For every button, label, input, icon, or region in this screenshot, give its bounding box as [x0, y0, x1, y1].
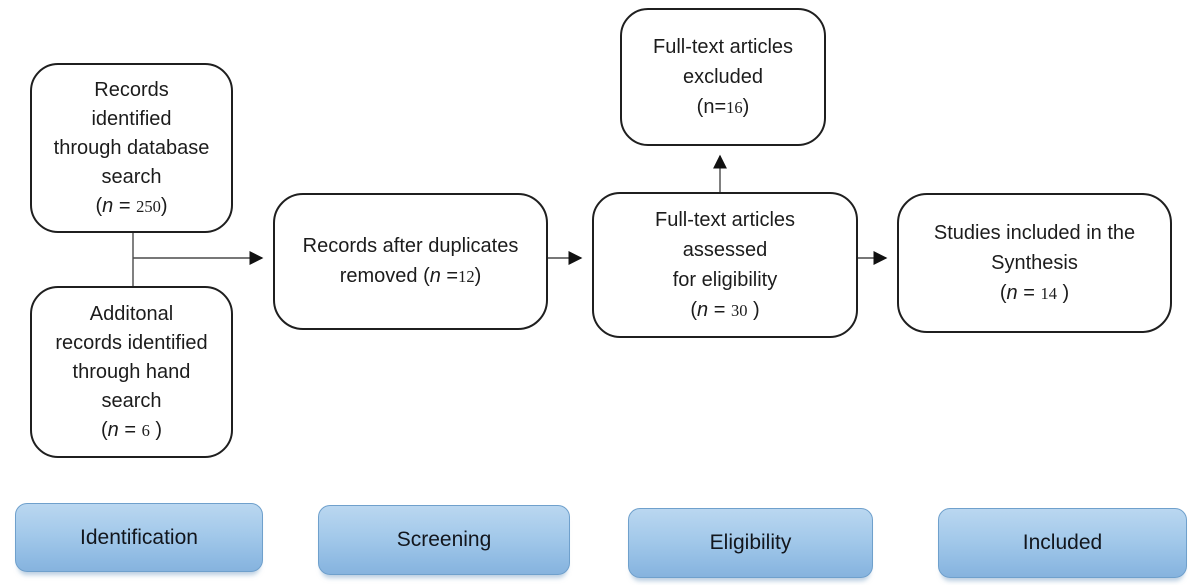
n-symbol: n [102, 194, 114, 217]
paren-open: ( [423, 265, 430, 287]
paren-close: ) [747, 298, 760, 321]
count-line: (n = 250) [95, 192, 167, 221]
stage-label: Screening [396, 528, 492, 551]
count-value: 14 [1040, 283, 1057, 303]
n-symbol: n [697, 298, 709, 321]
paren-close: ) [160, 194, 168, 217]
equals-sign: = [118, 418, 142, 441]
text-line: search [101, 389, 162, 412]
stage-included: Included [938, 508, 1187, 578]
text-line: Additonal [89, 302, 174, 325]
box-studies-included: Studies included in the Synthesis (n = 1… [897, 193, 1172, 333]
count-line: (n = 6 ) [101, 416, 162, 445]
paren-close: ) [474, 265, 482, 287]
box-fulltext-assessed: Full-text articles assessed for eligibil… [592, 192, 858, 338]
count-value: 12 [458, 267, 475, 286]
count-value: 30 [730, 300, 748, 320]
equals-sign: = [708, 298, 731, 321]
paren-open: ( [696, 95, 704, 118]
text-line: Full-text articles [652, 35, 794, 58]
stage-label: Eligibility [709, 531, 792, 554]
text-prefix: removed [339, 265, 424, 287]
paren-open: ( [690, 298, 698, 321]
box-fulltext-excluded: Full-text articles excluded (n=16) [620, 8, 826, 146]
count-line: (n = 14 ) [1000, 278, 1069, 309]
stage-label: Identification [80, 525, 198, 549]
n-symbol: n [1006, 281, 1018, 304]
equals-sign: = [714, 95, 727, 118]
text-line: through database [53, 136, 210, 159]
text-line: Studies included in the [933, 221, 1136, 244]
text-line: records identified [55, 331, 208, 354]
count-line: (n=16) [697, 92, 750, 123]
count-value: 16 [726, 97, 743, 117]
equals-sign: = [113, 194, 137, 217]
stage-screening: Screening [318, 505, 570, 575]
stage-identification: Identification [15, 503, 263, 572]
paren-close: ) [742, 95, 750, 118]
paren-close: ) [1056, 281, 1070, 304]
text-line: Synthesis [991, 251, 1078, 274]
count-line: (n = 30 ) [690, 295, 759, 326]
n-symbol: n [429, 265, 441, 287]
text-line: search [101, 165, 162, 188]
count-value: 6 [141, 420, 150, 440]
count-line: removed (n =12) [340, 261, 482, 292]
box-records-identified: Records identified through database sear… [30, 63, 233, 233]
box-duplicates-removed: Records after duplicates removed (n =12) [273, 193, 548, 330]
count-value: 250 [136, 196, 161, 216]
text-line: identified [91, 107, 172, 130]
box-additional-records: Additonal records identified through han… [30, 286, 233, 458]
n-symbol: n [703, 95, 715, 118]
text-line: Full-text articles [654, 208, 796, 231]
text-line: Records after duplicates [302, 235, 519, 257]
stage-eligibility: Eligibility [628, 508, 873, 578]
text-line: assessed [682, 238, 768, 261]
equals-sign: = [1017, 281, 1041, 304]
text-line: Records [94, 78, 169, 101]
paren-open: ( [95, 194, 103, 217]
paren-open: ( [999, 281, 1007, 304]
equals-sign: = [440, 265, 459, 287]
text-line: excluded [682, 65, 764, 88]
paren-close: ) [149, 418, 163, 441]
paren-open: ( [100, 418, 108, 441]
text-line: through hand [72, 360, 191, 383]
text-line: for eligibility [672, 268, 778, 291]
n-symbol: n [107, 418, 119, 441]
stage-label: Included [1022, 531, 1103, 554]
